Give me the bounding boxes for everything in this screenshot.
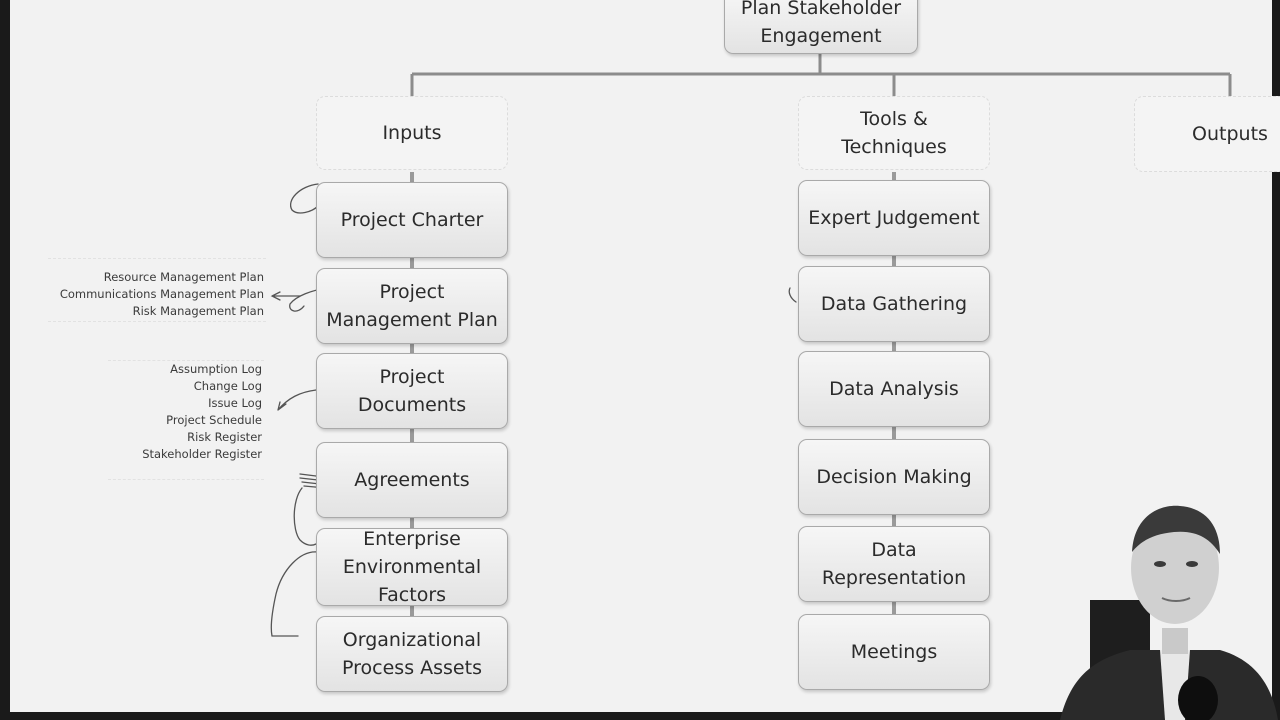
ink-bracket-agreements: [293, 487, 317, 546]
ink-loop-charter: [290, 183, 319, 214]
tool-data-gathering: Data Gathering: [798, 266, 990, 342]
outputs-header-label: Outputs: [1192, 123, 1268, 145]
right-eye: [1186, 561, 1198, 567]
input-agreements: Agreements: [316, 442, 508, 518]
tool-decision-making: Decision Making: [798, 439, 990, 515]
presenter-webcam: [1060, 505, 1278, 720]
input-organizational-process-assets: Organizational Process Assets: [316, 616, 508, 692]
input-label: Organizational Process Assets: [342, 629, 482, 679]
note-item: Communications Management Plan: [59, 287, 264, 301]
note-item: Change Log: [193, 379, 262, 393]
input-label: Project Documents: [357, 366, 467, 416]
note-item: Resource Management Plan: [103, 270, 264, 284]
tool-expert-judgement: Expert Judgement: [798, 180, 990, 256]
tool-label: Data Gathering: [820, 293, 968, 315]
tool-data-analysis: Data Analysis: [798, 351, 990, 427]
note-item: Risk Register: [187, 430, 262, 444]
tool-meetings: Meetings: [798, 614, 990, 690]
tools-header-label: Tools & Techniques: [841, 108, 947, 158]
root-process-box: Plan Stakeholder Engagement: [724, 0, 918, 54]
note-item: Risk Management Plan: [132, 304, 264, 318]
ink-tick-datagathering: [788, 287, 797, 303]
tool-label: Decision Making: [816, 466, 972, 488]
project-documents-notes-frame: [108, 360, 264, 480]
management-plan-notes: Resource Management Plan Communications …: [40, 269, 264, 320]
project-documents-notes: Assumption Log Change Log Issue Log Proj…: [100, 361, 262, 463]
ink-curl-plan: [289, 287, 329, 312]
note-item: Assumption Log: [170, 362, 262, 376]
hair: [1132, 505, 1220, 554]
tool-label: Expert Judgement: [808, 207, 980, 229]
input-label: Project Management Plan: [326, 281, 498, 331]
tool-label: Data Representation: [821, 539, 967, 589]
ink-arrow-plan: [270, 291, 301, 301]
note-item: Issue Log: [208, 396, 262, 410]
input-label: Enterprise Environmental Factors: [342, 528, 482, 606]
slide: [10, 0, 1272, 712]
tool-label: Meetings: [850, 641, 938, 663]
input-project-documents: Project Documents: [316, 353, 508, 429]
ink-curve-eef: [270, 551, 319, 637]
neck: [1162, 628, 1188, 654]
microphone: [1178, 676, 1218, 720]
mouth: [1161, 597, 1191, 602]
management-plan-notes-frame: [48, 258, 266, 322]
ink-arrow-docs: [277, 389, 317, 411]
input-label: Project Charter: [340, 209, 484, 231]
face: [1131, 512, 1219, 624]
tool-label: Data Analysis: [829, 378, 959, 400]
inputs-header: Inputs: [316, 96, 508, 170]
note-item: Project Schedule: [166, 413, 262, 427]
inputs-header-label: Inputs: [382, 122, 442, 144]
root-process-label: Plan Stakeholder Engagement: [740, 0, 902, 47]
input-label: Agreements: [354, 469, 470, 491]
input-project-charter: Project Charter: [316, 182, 508, 258]
input-enterprise-environmental-factors: Enterprise Environmental Factors: [316, 528, 508, 606]
ink-scribble-agreements: [299, 473, 327, 489]
left-eye: [1154, 561, 1166, 567]
tools-header: Tools & Techniques: [798, 96, 990, 170]
tool-data-representation: Data Representation: [798, 526, 990, 602]
note-item: Stakeholder Register: [142, 447, 262, 461]
input-project-management-plan: Project Management Plan: [316, 268, 508, 344]
outputs-header: Outputs: [1134, 96, 1280, 172]
